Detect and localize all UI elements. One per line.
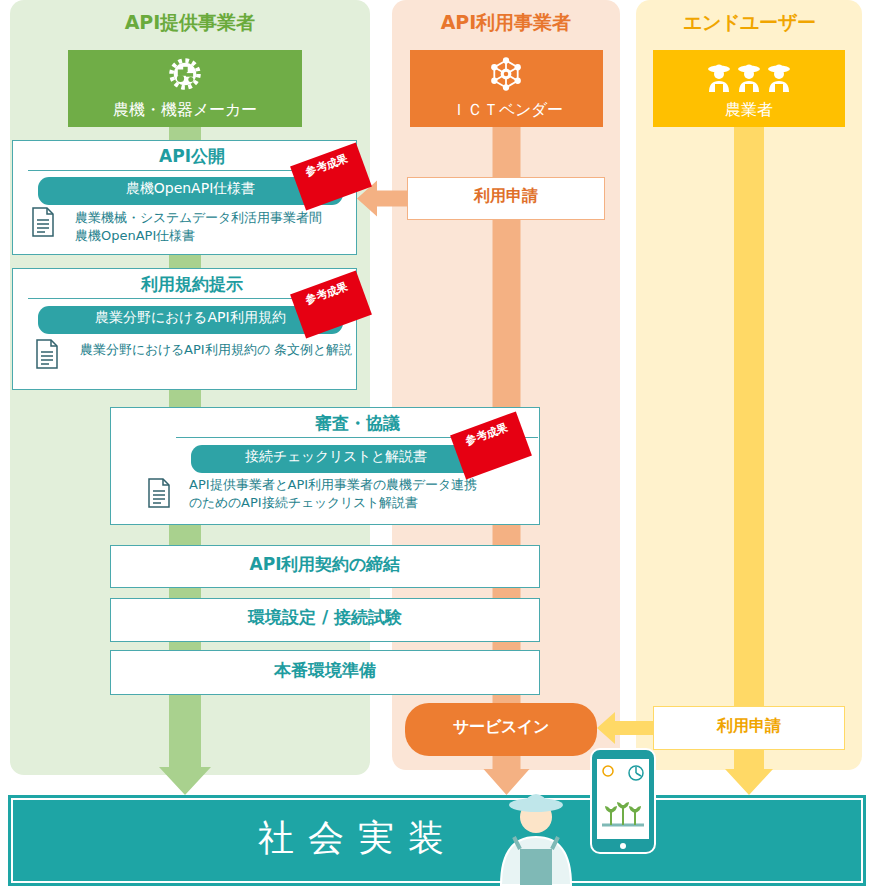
- text-holder: 利用申請: [654, 707, 844, 744]
- text-holder: ＩＣＴベンダー: [410, 100, 603, 121]
- step-box: 環境設定 / 接続試験: [110, 598, 540, 642]
- text-holder: API提供事業者: [10, 10, 370, 35]
- reference-ribbon: 参考成果: [290, 270, 372, 338]
- box-label: 農機OpenAPI仕様書: [126, 177, 256, 199]
- box-label: API利用事業者: [441, 10, 572, 35]
- text-holder: 参考成果: [290, 142, 363, 187]
- box-label: 利用申請: [474, 178, 538, 214]
- step-box: API公開農業機械・システムデータ利活用事業者間 農機OpenAPI仕様書 農機O…: [12, 140, 357, 255]
- text-holder: 社会実装: [178, 795, 538, 880]
- request-box: 利用申請: [653, 706, 845, 750]
- icon-graphic: [31, 207, 55, 237]
- box-label: 参考成果: [463, 418, 511, 452]
- text-holder: API利用契約の締結: [111, 546, 539, 582]
- icon-graphic: [707, 60, 791, 94]
- icon-graphic: [167, 56, 203, 92]
- outcome-band: 社会実装: [8, 795, 866, 886]
- description-text: 農業機械・システムデータ利活用事業者間 農機OpenAPI仕様書: [75, 209, 353, 244]
- description-text: API提供事業者とAPI利用事業者の農機データ連携 のためのAPI接続チェックリ…: [189, 476, 534, 511]
- box-label: 参考成果: [303, 149, 351, 183]
- icon: [488, 56, 524, 92]
- step-box: 本番環境準備: [110, 650, 540, 695]
- box-label: API提供事業者: [125, 10, 256, 35]
- actor-box: 農機・機器メーカー: [68, 50, 302, 127]
- step-box: 審査・協議 API提供事業者とAPI利用事業者の農機データ連携 のためのAPI接続…: [110, 407, 540, 525]
- box-label: 審査・協議: [315, 412, 400, 434]
- icon-graphic: [35, 339, 59, 369]
- box-label: 利用申請: [717, 707, 781, 744]
- text-holder: 農業分野におけるAPI利用規約の 条文例と解説: [80, 341, 352, 359]
- text-holder: 参考成果: [450, 411, 523, 456]
- box-label: サービスイン: [453, 703, 549, 750]
- text-holder: 農機・機器メーカー: [68, 100, 302, 121]
- text-holder: サービスイン: [405, 703, 597, 750]
- text-holder: 本番環境準備: [111, 651, 539, 689]
- icon: [31, 207, 55, 237]
- service-in-pill: サービスイン: [405, 703, 597, 756]
- box-label: 農機・機器メーカー: [113, 100, 257, 121]
- box-label: 利用規約提示: [141, 273, 243, 295]
- text-holder: 農業機械・システムデータ利活用事業者間 農機OpenAPI仕様書: [75, 209, 353, 244]
- box-label: 本番環境準備: [274, 651, 376, 689]
- actor-box: ＩＣＴベンダー: [410, 50, 603, 127]
- box-label: 社会実装: [258, 795, 458, 880]
- icon: [707, 60, 791, 94]
- box-label: 農業者: [725, 100, 773, 121]
- icon: [167, 56, 203, 92]
- box-label: API公開: [159, 145, 225, 167]
- request-box: 利用申請: [407, 177, 605, 220]
- reference-ribbon: 参考成果: [450, 411, 532, 479]
- icon-graphic: [496, 745, 676, 885]
- step-box: 利用規約提示農業分野におけるAPI利用規約の 条文例と解説 農業分野におけるAPI…: [12, 268, 357, 390]
- box-label: 参考成果: [303, 277, 351, 311]
- box-label: 環境設定 / 接続試験: [248, 599, 402, 636]
- icon: [35, 339, 59, 369]
- step-box: API利用契約の締結: [110, 545, 540, 588]
- box-label: 接続チェックリストと解説書: [245, 445, 427, 467]
- icon-graphic: [488, 56, 524, 92]
- icon: [147, 478, 171, 508]
- text-holder: エンドユーザー: [636, 10, 862, 35]
- icon: [496, 745, 676, 885]
- text-holder: 環境設定 / 接続試験: [111, 599, 539, 636]
- text-holder: 接続チェックリストと解説書: [191, 445, 481, 467]
- text-holder: 参考成果: [290, 270, 363, 315]
- document-pill: 接続チェックリストと解説書: [191, 445, 481, 473]
- text-holder: API提供事業者とAPI利用事業者の農機データ連携 のためのAPI接続チェックリ…: [189, 476, 534, 511]
- text-holder: API利用事業者: [392, 10, 620, 35]
- text-holder: 農業者: [653, 100, 845, 121]
- box-label: API利用契約の締結: [250, 546, 401, 582]
- icon-graphic: [147, 478, 171, 508]
- box-label: ＩＣＴベンダー: [451, 100, 563, 121]
- box-label: エンドユーザー: [683, 10, 816, 35]
- description-text: 農業分野におけるAPI利用規約の 条文例と解説: [80, 341, 352, 359]
- text-holder: 利用申請: [408, 178, 604, 214]
- box-label: 農業分野におけるAPI利用規約: [95, 306, 285, 328]
- actor-box: 農業者: [653, 50, 845, 127]
